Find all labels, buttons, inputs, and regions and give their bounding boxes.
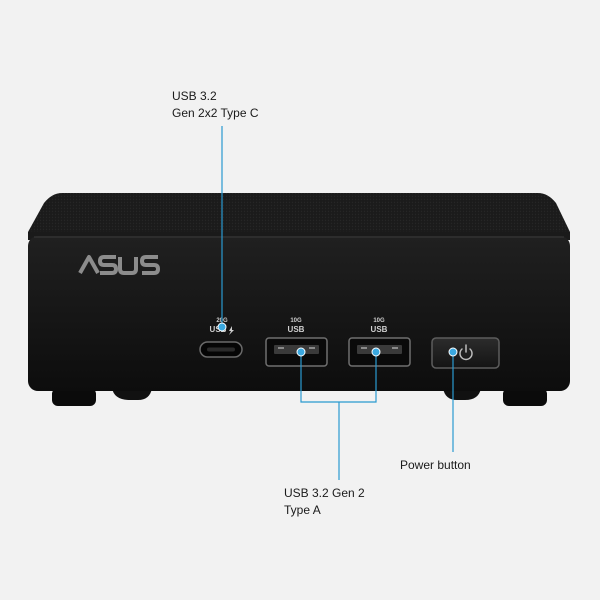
callout-usb-c-line1: USB 3.2 <box>172 89 217 103</box>
callout-dot-usb-a-2 <box>371 347 381 357</box>
brand-logo <box>78 255 160 275</box>
usb-a2-name-label: USB <box>371 325 388 334</box>
callout-power-line1: Power button <box>400 458 471 472</box>
usb-a2-speed-label: 10G <box>373 318 385 324</box>
usb-a1-name-label: USB <box>288 325 305 334</box>
callout-dot-usb-c <box>217 322 227 332</box>
power-button <box>431 337 500 369</box>
callout-label-usb-a: USB 3.2 Gen 2 Type A <box>284 485 365 519</box>
callout-dot-power <box>448 347 458 357</box>
callout-usb-a-line1: USB 3.2 Gen 2 <box>284 486 365 500</box>
callout-label-power: Power button <box>400 457 471 474</box>
usb-a1-speed-label: 10G <box>290 318 302 324</box>
callout-lines <box>221 126 454 480</box>
callout-usb-a-line2: Type A <box>284 503 321 517</box>
power-icon <box>459 344 473 361</box>
callout-dots <box>217 322 458 357</box>
usb-c-name-label: USB <box>210 325 227 334</box>
callout-usb-c-line2: Gen 2x2 Type C <box>172 106 259 120</box>
callout-label-usb-c: USB 3.2 Gen 2x2 Type C <box>172 88 259 122</box>
callout-dot-usb-a-1 <box>296 347 306 357</box>
lightning-icon <box>229 326 234 335</box>
device-top-panel <box>28 193 570 232</box>
